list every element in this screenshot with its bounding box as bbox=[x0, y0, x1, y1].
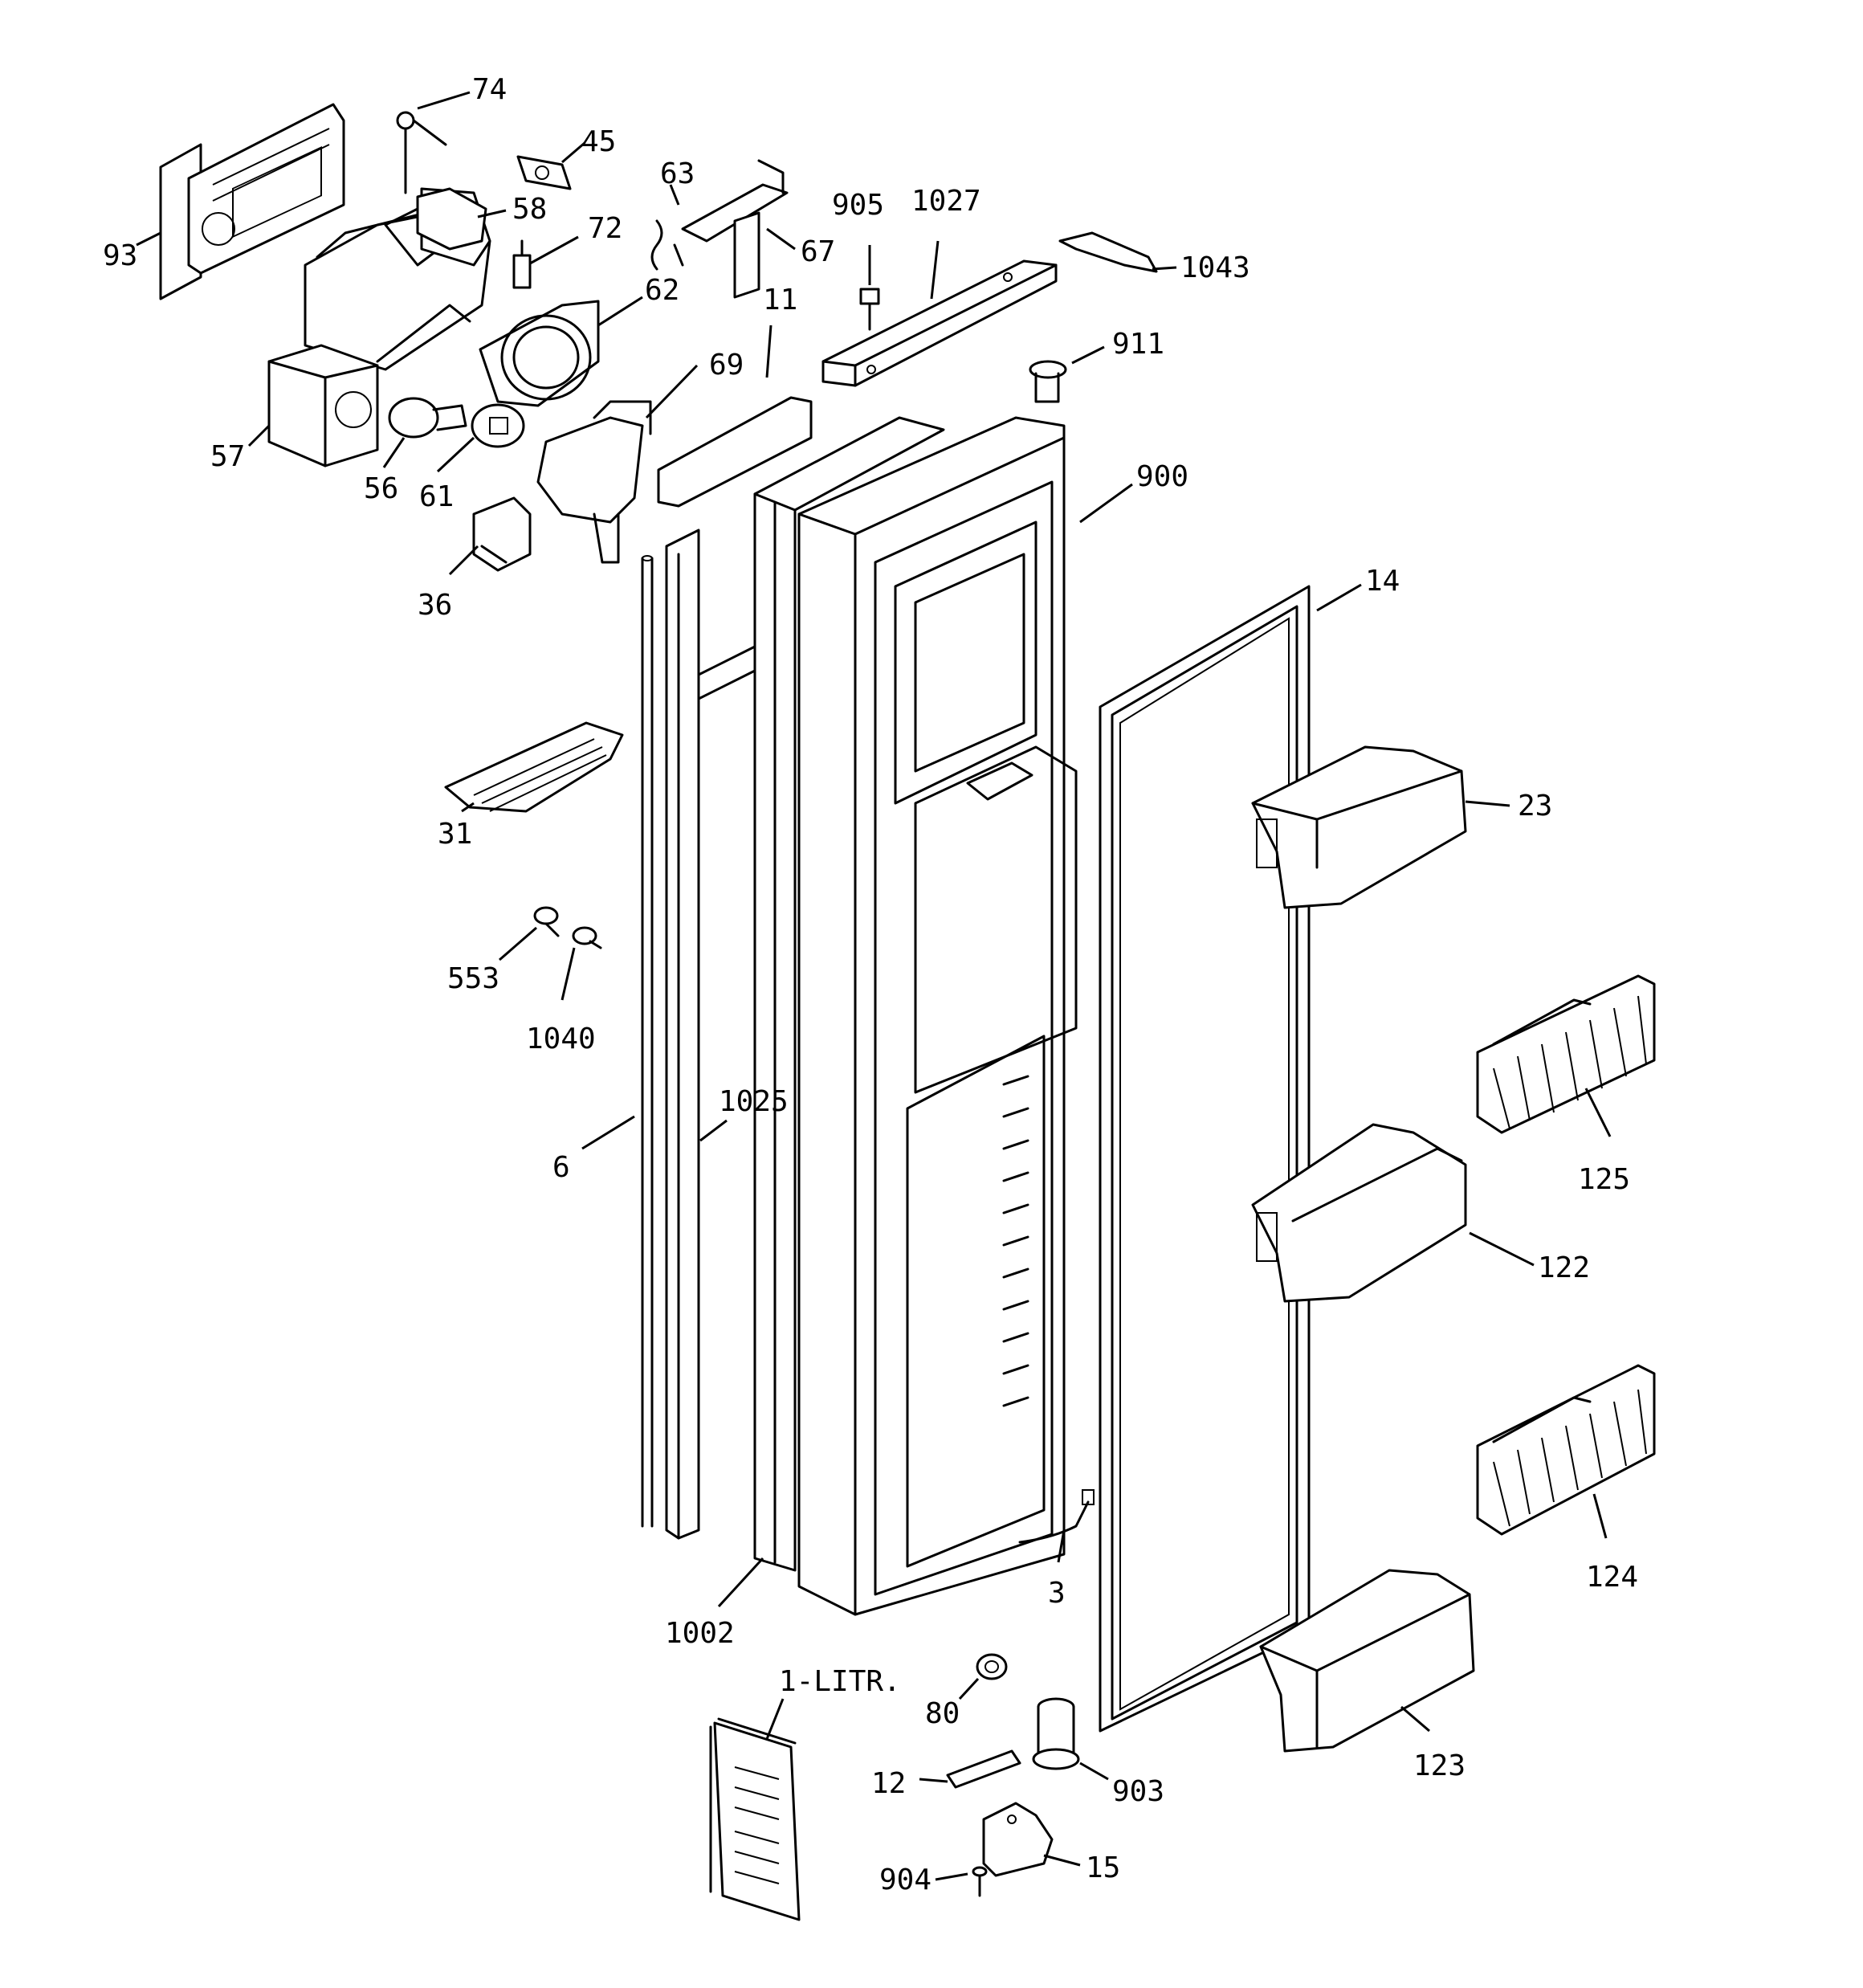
callout-57: 57 bbox=[210, 440, 245, 473]
callout-911: 911 bbox=[1112, 328, 1164, 361]
part-1027-top-cap bbox=[821, 259, 1058, 387]
callout-74: 74 bbox=[472, 73, 507, 106]
callout-69: 69 bbox=[709, 349, 744, 382]
part-58-actuator bbox=[416, 187, 487, 251]
callout-1025: 1025 bbox=[719, 1085, 789, 1118]
callout-903: 903 bbox=[1112, 1775, 1164, 1808]
part-122-door-bin bbox=[1251, 1123, 1467, 1303]
part-1002-trim bbox=[753, 416, 945, 1572]
callout-1027: 1027 bbox=[911, 185, 981, 218]
part-69-ice-chute bbox=[536, 400, 652, 564]
leader-lines bbox=[136, 91, 1612, 1881]
callout-15: 15 bbox=[1086, 1851, 1120, 1884]
callout-61: 61 bbox=[419, 480, 454, 513]
callout-36: 36 bbox=[418, 589, 452, 622]
part-14-gasket bbox=[1099, 585, 1311, 1733]
part-124-wire-basket bbox=[1476, 1364, 1656, 1536]
part-11-frame bbox=[657, 396, 813, 508]
callout-58: 58 bbox=[512, 193, 547, 226]
part-904-screw bbox=[972, 1866, 988, 1897]
part-23-door-bin bbox=[1251, 745, 1467, 909]
part-72-microswitch bbox=[512, 239, 532, 289]
callout-80: 80 bbox=[925, 1697, 960, 1730]
part-36-switch bbox=[472, 496, 532, 572]
callout-56: 56 bbox=[364, 472, 398, 505]
part-6-tube bbox=[641, 555, 654, 1528]
callout-122: 122 bbox=[1538, 1251, 1590, 1284]
part-62-ring-bracket bbox=[479, 300, 600, 407]
part-900-door-liner bbox=[797, 416, 1078, 1616]
callout-93: 93 bbox=[103, 239, 137, 272]
callout-1litr: 1-LITR. bbox=[779, 1665, 901, 1698]
part-56-coupling bbox=[388, 397, 467, 439]
callout-123: 123 bbox=[1413, 1749, 1466, 1782]
callout-45: 45 bbox=[581, 125, 616, 158]
callout-124: 124 bbox=[1586, 1561, 1638, 1594]
callout-62: 62 bbox=[645, 274, 679, 307]
callout-11: 11 bbox=[763, 284, 797, 316]
callout-904: 904 bbox=[879, 1863, 932, 1896]
callout-12: 12 bbox=[871, 1767, 906, 1800]
callout-905: 905 bbox=[832, 189, 884, 222]
part-1025-channel bbox=[665, 529, 756, 1540]
part-3-wire-harness bbox=[1018, 1489, 1095, 1544]
callout-67: 67 bbox=[801, 235, 835, 268]
part-80-plug bbox=[976, 1653, 1008, 1680]
part-553-screw bbox=[533, 906, 560, 937]
part-125-wire-basket bbox=[1476, 974, 1656, 1134]
callout-72: 72 bbox=[588, 212, 622, 245]
part-15-bottom-hinge bbox=[982, 1802, 1054, 1877]
part-57-motor-box bbox=[267, 344, 379, 467]
callout-14: 14 bbox=[1365, 565, 1400, 598]
part-903-bushing bbox=[1032, 1697, 1080, 1770]
part-63-spring bbox=[650, 219, 684, 271]
part-93-control-panel bbox=[159, 103, 345, 300]
callout-6: 6 bbox=[552, 1151, 570, 1184]
part-905-screw bbox=[859, 288, 880, 331]
part-literature-booklet bbox=[709, 1717, 801, 1921]
part-74-spring bbox=[396, 111, 447, 194]
part-1040-screw bbox=[572, 926, 602, 949]
part-67-lever bbox=[681, 159, 789, 299]
callout-3: 3 bbox=[1048, 1577, 1066, 1610]
part-61-auger-cap bbox=[471, 403, 525, 448]
part-12-hinge-plate bbox=[946, 1749, 1021, 1789]
part-31-drip-grille bbox=[444, 721, 624, 813]
callout-125: 125 bbox=[1578, 1163, 1630, 1196]
part-45-bracket bbox=[516, 155, 572, 190]
part-1043-hinge-clip bbox=[1058, 231, 1158, 273]
callout-1043: 1043 bbox=[1180, 251, 1250, 284]
callout-1002: 1002 bbox=[665, 1617, 735, 1650]
callout-553: 553 bbox=[447, 962, 499, 995]
part-123-bottom-bin bbox=[1259, 1569, 1475, 1753]
callout-1040: 1040 bbox=[526, 1023, 596, 1055]
part-911-bushing bbox=[1029, 360, 1067, 403]
callout-900: 900 bbox=[1136, 460, 1188, 493]
callout-23: 23 bbox=[1518, 790, 1552, 823]
callout-31: 31 bbox=[438, 818, 472, 851]
callout-63: 63 bbox=[660, 157, 695, 190]
